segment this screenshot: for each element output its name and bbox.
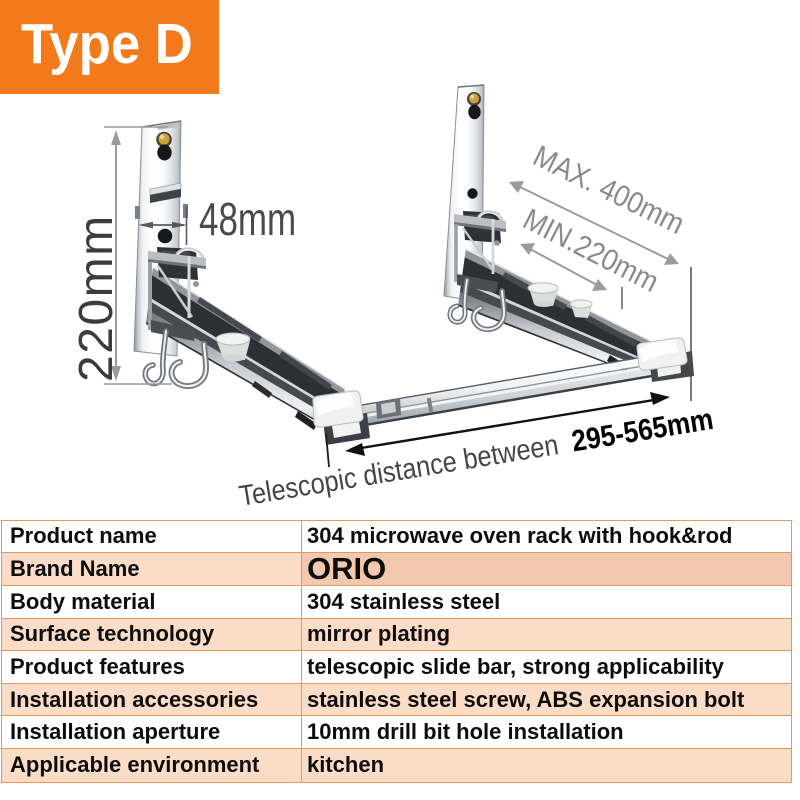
svg-text:48mm: 48mm [199,193,296,245]
svg-text:220mm: 220mm [70,214,123,382]
svg-text:Telescopic distance between 29: Telescopic distance between 295-565mm [237,401,716,512]
